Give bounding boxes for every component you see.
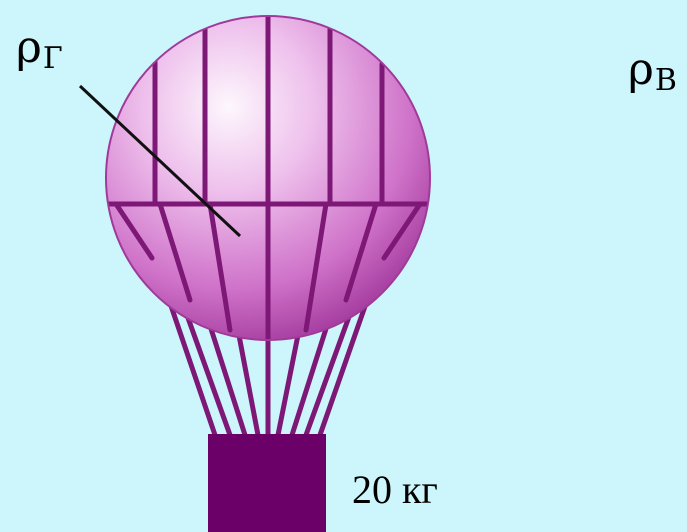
air-density-subscript: В <box>655 63 677 98</box>
gas-density-subscript: Г <box>43 41 63 76</box>
air-density-symbol: ρ <box>628 44 654 95</box>
air-density-label: ρВ <box>628 48 677 92</box>
basket <box>208 434 326 532</box>
gas-density-symbol: ρ <box>16 22 42 73</box>
payload-mass-label: 20 кг <box>352 470 438 510</box>
gas-density-label: ρГ <box>16 26 63 70</box>
